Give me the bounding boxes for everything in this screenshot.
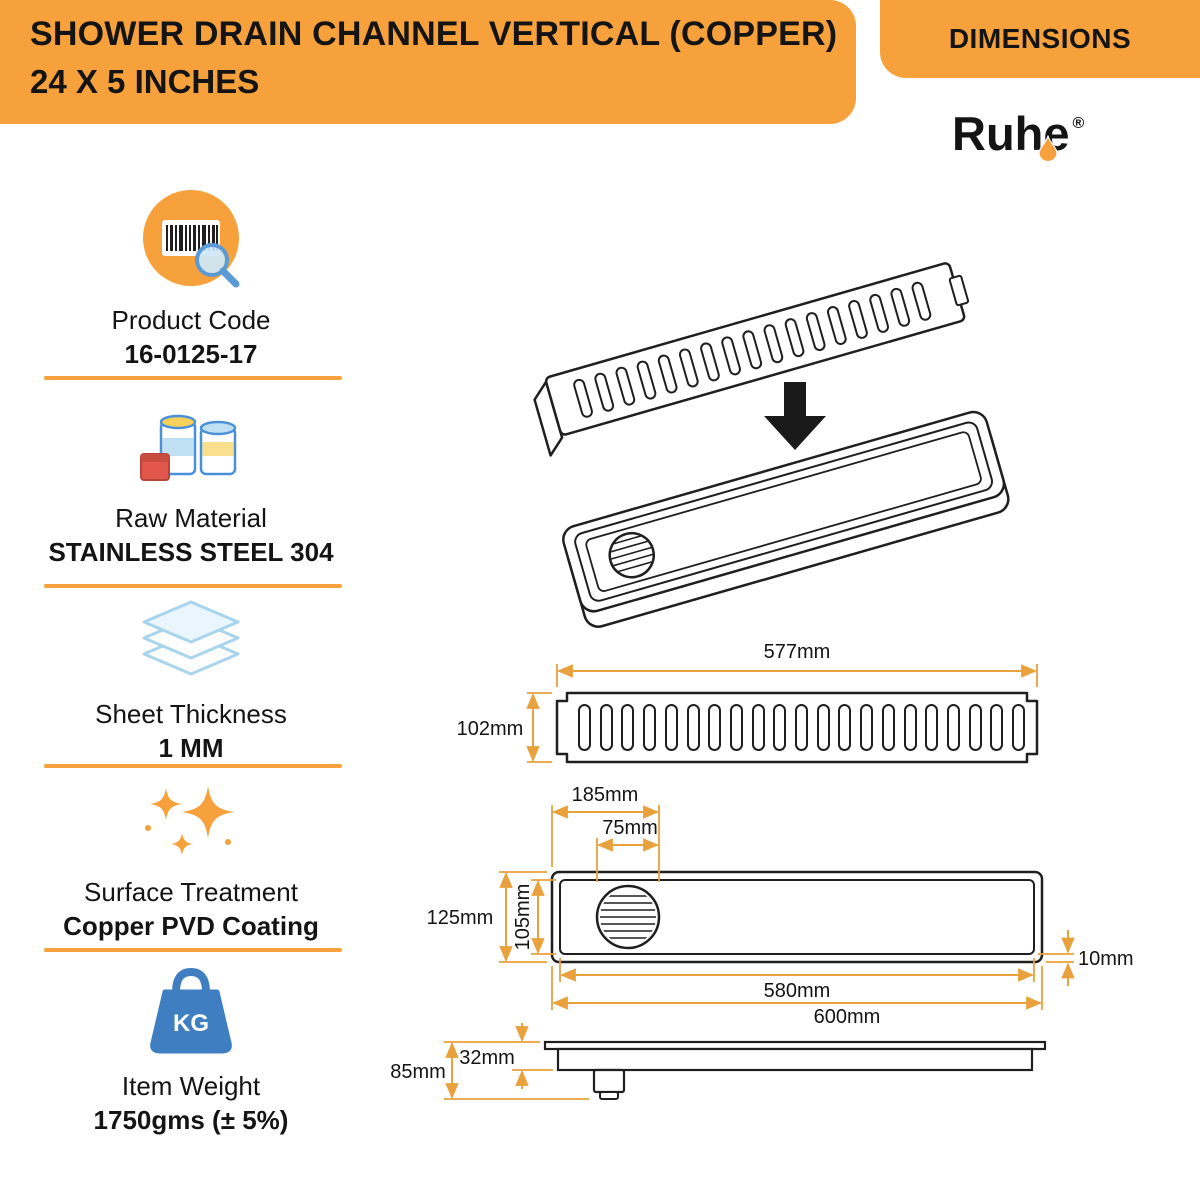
spec-value: 1 MM xyxy=(158,733,224,763)
spec-value: STAINLESS STEEL 304 xyxy=(48,537,334,567)
dim-channel-inner-width: 105mm xyxy=(512,884,534,951)
dimensions-label: DIMENSIONS xyxy=(948,23,1132,54)
spec-label: Item Weight xyxy=(121,1071,261,1101)
exploded-channel-body xyxy=(562,410,1010,628)
spec-item-weight: KG Item Weight 1750gms (± 5%) xyxy=(14,960,368,1136)
product-title: SHOWER DRAIN CHANNEL VERTICAL (COPPER) xyxy=(30,15,838,53)
spec-value: Copper PVD Coating xyxy=(63,911,319,941)
materials-icon xyxy=(140,414,237,481)
sheets-icon xyxy=(142,600,240,676)
dim-channel-outer-width: 125mm xyxy=(427,907,494,929)
divider xyxy=(44,764,342,768)
spec-sheet-thickness: Sheet Thickness 1 MM xyxy=(14,598,368,764)
spec-surface-treatment: Surface Treatment Copper PVD Coating xyxy=(14,778,368,942)
product-size: 24 X 5 INCHES xyxy=(30,63,260,100)
spec-label: Surface Treatment xyxy=(84,877,298,907)
spec-label: Sheet Thickness xyxy=(95,699,287,729)
sparkle-icon xyxy=(145,786,234,855)
dim-grate-width: 102mm xyxy=(457,718,524,740)
drain-outlet xyxy=(592,1068,626,1094)
channel-top-view: 185mm 75mm 125mm 105mm 580mm 600mm 10mm xyxy=(427,784,1134,1028)
kg-label: KG xyxy=(173,1010,209,1037)
dim-side-total-height: 85mm xyxy=(390,1061,446,1083)
dim-grate-length: 577mm xyxy=(764,641,831,663)
spec-value: 16-0125-17 xyxy=(124,339,258,369)
spec-raw-material: Raw Material STAINLESS STEEL 304 xyxy=(14,396,368,568)
side-view: 85mm 32mm xyxy=(390,1023,1047,1100)
title-banner: SHOWER DRAIN CHANNEL VERTICAL (COPPER) 2… xyxy=(0,0,856,124)
dim-drain-offset: 185mm xyxy=(572,784,639,806)
exploded-view xyxy=(533,262,1010,628)
weight-icon: KG xyxy=(150,967,232,1054)
divider xyxy=(44,948,342,952)
water-drop-icon xyxy=(1039,135,1057,162)
technical-drawings: 577mm 102mm xyxy=(390,262,1134,1100)
grate-top-view: 577mm 102mm xyxy=(457,641,1039,764)
exploded-grate xyxy=(533,262,970,457)
spec-value: 1750gms (± 5%) xyxy=(93,1105,289,1135)
divider xyxy=(44,584,342,588)
down-arrow-icon xyxy=(764,382,826,450)
brand-logo: Ruhe® xyxy=(952,106,1192,178)
dim-channel-outer-length: 600mm xyxy=(814,1006,881,1028)
dim-drain-diameter: 75mm xyxy=(602,817,658,839)
registered-mark: ® xyxy=(1072,115,1085,132)
dim-side-rim-height: 32mm xyxy=(459,1047,515,1069)
barcode-icon xyxy=(143,190,240,288)
divider xyxy=(44,376,342,380)
spec-label: Raw Material xyxy=(115,503,267,533)
spec-product-code: Product Code 16-0125-17 xyxy=(14,186,368,370)
dim-channel-rim: 10mm xyxy=(1078,948,1134,970)
dim-channel-inner-length: 580mm xyxy=(764,980,831,1002)
dimensions-banner: DIMENSIONS xyxy=(880,0,1200,78)
spec-label: Product Code xyxy=(111,305,271,335)
